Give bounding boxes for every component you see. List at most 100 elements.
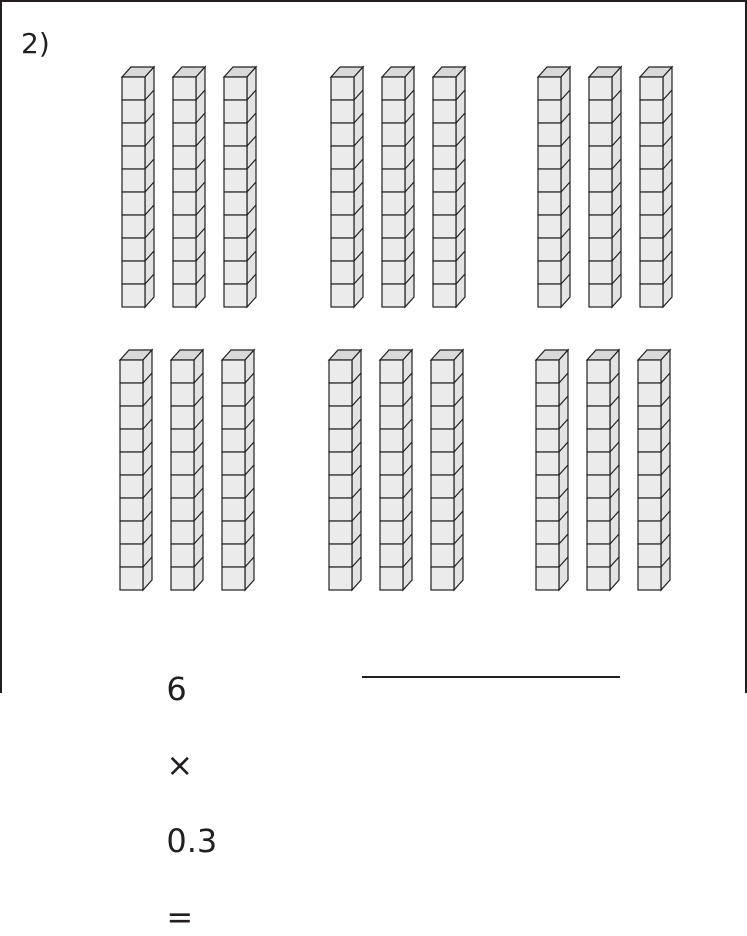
tenths-rod: [638, 350, 670, 590]
unit-cube: [638, 406, 661, 429]
unit-cube: [638, 452, 661, 475]
unit-cube: [171, 360, 194, 383]
unit-cube: [329, 406, 352, 429]
unit-cube: [331, 100, 354, 123]
equals-sign: =: [166, 898, 193, 936]
tenths-rod: [536, 350, 568, 590]
tenths-rod: [122, 67, 154, 307]
unit-cube: [380, 498, 403, 521]
unit-cube: [224, 261, 247, 284]
unit-cube: [382, 238, 405, 261]
unit-cube: [171, 429, 194, 452]
unit-cube: [120, 475, 143, 498]
unit-cube: [587, 383, 610, 406]
unit-cube: [382, 100, 405, 123]
equation: 6 × 0.3 =: [146, 632, 217, 936]
unit-cube: [538, 146, 561, 169]
base-ten-rods: [0, 0, 747, 693]
unit-cube: [171, 452, 194, 475]
tenths-rod: [382, 67, 414, 307]
unit-cube: [638, 383, 661, 406]
unit-cube: [431, 498, 454, 521]
unit-cube: [638, 429, 661, 452]
tenths-rod: [224, 67, 256, 307]
unit-cube: [640, 284, 663, 307]
unit-cube: [431, 406, 454, 429]
unit-cube: [222, 429, 245, 452]
unit-cube: [171, 406, 194, 429]
unit-cube: [380, 452, 403, 475]
answer-blank[interactable]: [362, 676, 620, 678]
tenths-rod: [433, 67, 465, 307]
unit-cube: [538, 100, 561, 123]
unit-cube: [433, 77, 456, 100]
unit-cube: [224, 146, 247, 169]
unit-cube: [171, 475, 194, 498]
unit-cube: [587, 567, 610, 590]
unit-cube: [640, 100, 663, 123]
unit-cube: [538, 77, 561, 100]
unit-cube: [222, 521, 245, 544]
unit-cube: [587, 521, 610, 544]
unit-cube: [638, 567, 661, 590]
unit-cube: [538, 215, 561, 238]
unit-cube: [120, 360, 143, 383]
unit-cube: [589, 169, 612, 192]
unit-cube: [173, 169, 196, 192]
unit-cube: [587, 475, 610, 498]
unit-cube: [382, 77, 405, 100]
unit-cube: [331, 284, 354, 307]
unit-cube: [589, 238, 612, 261]
unit-cube: [120, 383, 143, 406]
unit-cube: [224, 77, 247, 100]
unit-cube: [173, 100, 196, 123]
unit-cube: [431, 544, 454, 567]
unit-cube: [638, 475, 661, 498]
unit-cube: [382, 123, 405, 146]
unit-cube: [433, 261, 456, 284]
unit-cube: [382, 284, 405, 307]
unit-cube: [329, 475, 352, 498]
unit-cube: [587, 406, 610, 429]
unit-cube: [382, 146, 405, 169]
unit-cube: [120, 544, 143, 567]
unit-cube: [122, 238, 145, 261]
unit-cube: [122, 284, 145, 307]
unit-cube: [120, 567, 143, 590]
unit-cube: [538, 123, 561, 146]
unit-cube: [431, 567, 454, 590]
unit-cube: [173, 284, 196, 307]
unit-cube: [173, 261, 196, 284]
unit-cube: [589, 146, 612, 169]
unit-cube: [122, 169, 145, 192]
times-operator: ×: [166, 746, 193, 784]
unit-cube: [587, 360, 610, 383]
unit-cube: [171, 521, 194, 544]
unit-cube: [224, 284, 247, 307]
tenths-rod: [329, 350, 361, 590]
unit-cube: [122, 100, 145, 123]
factor-a: 6: [166, 670, 186, 708]
unit-cube: [538, 261, 561, 284]
unit-cube: [222, 383, 245, 406]
unit-cube: [173, 146, 196, 169]
unit-cube: [122, 123, 145, 146]
tenths-rod: [173, 67, 205, 307]
unit-cube: [382, 261, 405, 284]
unit-cube: [640, 192, 663, 215]
unit-cube: [538, 192, 561, 215]
unit-cube: [589, 100, 612, 123]
unit-cube: [224, 192, 247, 215]
unit-cube: [640, 146, 663, 169]
unit-cube: [329, 567, 352, 590]
unit-cube: [171, 498, 194, 521]
unit-cube: [222, 567, 245, 590]
unit-cube: [433, 123, 456, 146]
unit-cube: [222, 544, 245, 567]
unit-cube: [536, 567, 559, 590]
unit-cube: [329, 429, 352, 452]
unit-cube: [538, 238, 561, 261]
tenths-rod: [538, 67, 570, 307]
unit-cube: [222, 452, 245, 475]
unit-cube: [538, 284, 561, 307]
